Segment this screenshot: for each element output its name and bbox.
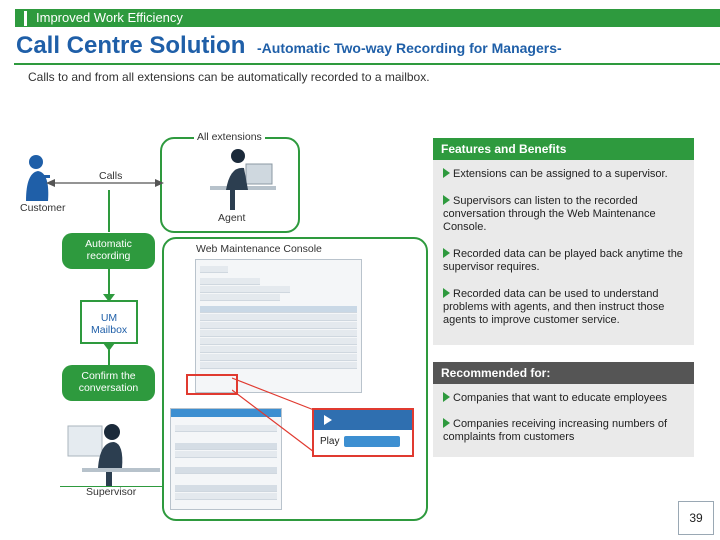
bullet-icon [443, 418, 450, 428]
automatic-recording-box: Automatic recording [62, 233, 155, 269]
bullet-icon [443, 248, 450, 258]
feature-item: Supervisors can listen to the recorded c… [443, 195, 683, 234]
customer-label: Customer [20, 202, 66, 214]
player-controls-icon[interactable] [344, 436, 400, 447]
play-triangle-icon[interactable] [324, 415, 332, 425]
zoom-connector [232, 376, 318, 456]
agent-icon [200, 146, 280, 212]
section-label: Improved Work Efficiency [36, 9, 183, 27]
intro-text: Calls to and from all extensions can be … [28, 70, 430, 84]
web-console-label: Web Maintenance Console [196, 243, 322, 255]
all-extensions-label: All extensions [194, 131, 265, 143]
play-control-zoom: Play [312, 408, 414, 457]
recommended-title: Recommended for: [433, 362, 694, 384]
bullet-icon [443, 288, 450, 298]
feature-item: Recorded data can be used to understand … [443, 288, 683, 327]
bullet-icon [443, 392, 450, 402]
page-title: Call Centre Solution [16, 32, 245, 60]
play-label: Play [320, 436, 339, 447]
title-divider [14, 63, 720, 65]
console-screenshot-list [195, 259, 362, 393]
supervisor-icon [62, 420, 162, 488]
agent-label: Agent [218, 212, 245, 224]
supervisor-floor-line [60, 486, 164, 487]
bullet-icon [443, 195, 450, 205]
flow-line-1 [108, 190, 110, 232]
features-title: Features and Benefits [433, 138, 694, 160]
flow-line-3 [108, 350, 110, 365]
play-control-highlight [186, 374, 238, 395]
calls-label: Calls [99, 170, 122, 182]
page-number: 39 [678, 501, 714, 535]
page-subtitle: -Automatic Two-way Recording for Manager… [257, 40, 562, 56]
bullet-icon [443, 168, 450, 178]
feature-item: Recorded data can be played back anytime… [443, 248, 683, 274]
um-mailbox-box: UM Mailbox [80, 300, 138, 344]
confirm-conversation-box: Confirm the conversation [62, 365, 155, 401]
header-accent [24, 11, 27, 26]
recommended-item: Companies that want to educate employees [443, 392, 683, 405]
supervisor-label: Supervisor [86, 486, 136, 498]
feature-item: Extensions can be assigned to a supervis… [443, 168, 683, 181]
recommended-item: Companies receiving increasing numbers o… [443, 418, 683, 444]
